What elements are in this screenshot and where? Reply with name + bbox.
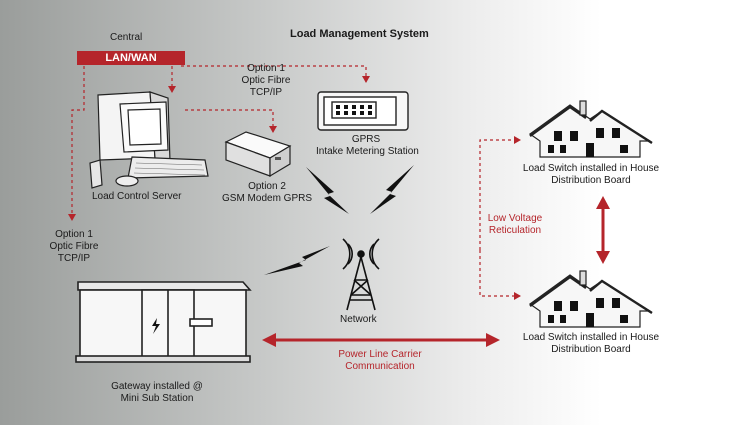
option1-top-line3: TCP/IP xyxy=(249,87,283,98)
double-arrows xyxy=(262,196,610,347)
option1-top-line2: Optic Fibre xyxy=(241,75,291,86)
connector-to-house-bottom xyxy=(479,250,521,300)
option1-left-line3: TCP/IP xyxy=(57,253,91,264)
low-voltage-label: Low Voltage Reticulation xyxy=(482,213,548,237)
option2-line1: Option 2 xyxy=(248,181,286,192)
computer-icon xyxy=(89,91,209,189)
gprs-station-label: GPRS Intake Metering Station xyxy=(316,134,419,158)
house-top-line2: Distribution Board xyxy=(551,175,631,186)
reticulation-double-arrow xyxy=(596,196,610,264)
plc-label: Power Line Carrier Communication xyxy=(330,349,430,373)
connector-lan-to-gateway xyxy=(68,66,85,221)
substation-icon xyxy=(75,281,252,363)
connector-lan-to-meter xyxy=(181,65,370,83)
gateway-line2: Mini Sub Station xyxy=(120,393,194,404)
diagram-title: Load Management System xyxy=(290,28,429,40)
gprs-station-line2: Intake Metering Station xyxy=(316,146,419,157)
gprs-station-line1: GPRS xyxy=(351,134,381,145)
option1-left-line2: Optic Fibre xyxy=(49,241,99,252)
load-control-server-label: Load Control Server xyxy=(92,191,182,202)
network-label: Network xyxy=(340,314,377,325)
meter-icon xyxy=(317,91,409,131)
plc-line2: Communication xyxy=(345,361,415,372)
house-bottom-line2: Distribution Board xyxy=(551,344,631,355)
low-voltage-line1: Low Voltage xyxy=(487,213,543,224)
house-icon xyxy=(528,100,653,328)
lightning-icon xyxy=(264,165,414,275)
house-top-label: Load Switch installed in House Distribut… xyxy=(516,163,666,187)
option1-left-label: Option 1 Optic Fibre TCP/IP xyxy=(44,229,104,265)
low-voltage-line2: Reticulation xyxy=(488,225,542,236)
option2-line2: GSM Modem GPRS xyxy=(222,193,313,204)
gateway-label: Gateway installed @ Mini Sub Station xyxy=(98,381,216,405)
option1-top-line1: Option 1 xyxy=(247,63,285,74)
option1-left-line1: Option 1 xyxy=(55,229,93,240)
house-bottom-line1: Load Switch installed in House xyxy=(522,332,660,343)
tower-icon xyxy=(342,238,380,311)
gateway-line1: Gateway installed @ xyxy=(111,381,203,392)
dashed-connectors xyxy=(68,65,521,300)
house-bottom-label: Load Switch installed in House Distribut… xyxy=(516,332,666,356)
plc-double-arrow xyxy=(262,333,500,347)
option1-top-label: Option 1 Optic Fibre TCP/IP xyxy=(236,63,296,99)
modem-icon xyxy=(224,131,292,178)
house-top-line1: Load Switch installed in House xyxy=(522,163,660,174)
connector-to-house-top xyxy=(479,136,521,250)
connector-server-to-modem xyxy=(185,109,277,133)
lan-wan-bar: LAN/WAN xyxy=(77,51,185,65)
plc-line1: Power Line Carrier xyxy=(338,349,422,360)
option2-label: Option 2 GSM Modem GPRS xyxy=(222,181,312,205)
central-label: Central xyxy=(110,32,143,43)
